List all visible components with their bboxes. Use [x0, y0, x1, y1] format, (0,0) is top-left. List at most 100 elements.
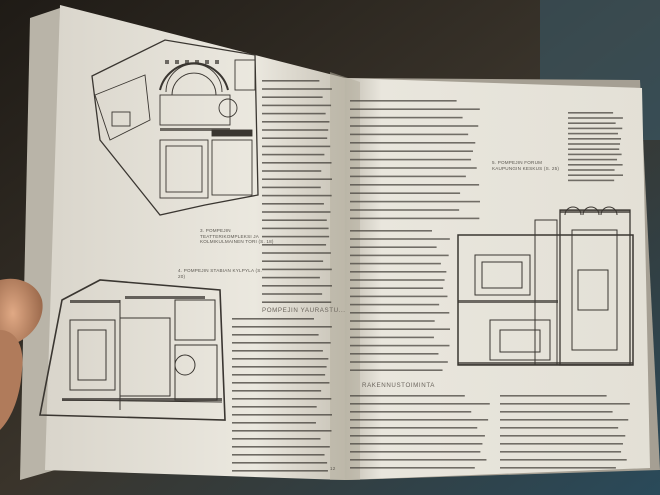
text-line: [568, 164, 623, 166]
text-line: [262, 285, 332, 287]
text-line: [350, 419, 489, 421]
text-line: [568, 143, 621, 145]
text-line: [262, 203, 324, 205]
text-line: [232, 342, 331, 344]
text-line: [232, 430, 332, 432]
text-line: [262, 162, 332, 164]
text-line: [350, 320, 435, 322]
text-line: [262, 194, 332, 197]
text-line: [232, 358, 329, 360]
text-line: [350, 246, 437, 248]
text-line: [500, 395, 607, 397]
text-line: [262, 276, 320, 279]
left-page: [45, 5, 345, 480]
text-line: [500, 467, 616, 469]
text-line: [262, 186, 321, 189]
text-line: [500, 427, 619, 429]
text-line: [350, 158, 472, 161]
text-line: [262, 211, 331, 213]
text-line: [500, 443, 623, 445]
text-line: [262, 260, 324, 262]
left-body-text: [232, 80, 332, 472]
text-line: [350, 336, 434, 339]
text-line: [262, 137, 328, 139]
text-line: [350, 133, 469, 136]
caption-theatre: 3. POMPEJIN TEATTERIKOMPLEKSI JA KOLMIKU…: [200, 228, 274, 245]
text-line: [232, 326, 332, 328]
text-line: [568, 112, 614, 114]
text-line: [350, 271, 447, 273]
thumb: [0, 278, 43, 348]
text-line: [350, 303, 440, 306]
text-line: [262, 219, 327, 221]
text-line: [350, 403, 490, 405]
text-line: [262, 252, 331, 254]
text-line: [500, 403, 630, 405]
text-line: [350, 100, 457, 102]
text-line: [568, 169, 615, 171]
text-line: [568, 148, 620, 150]
right-section-heading: RAKENNUSTOIMINTA: [362, 382, 435, 389]
text-line: [350, 167, 477, 169]
text-line: [232, 422, 316, 424]
text-line: [262, 301, 332, 303]
text-line: [232, 374, 326, 376]
text-line: [232, 382, 330, 384]
text-line: [350, 217, 480, 220]
text-line: [262, 170, 322, 172]
text-line: [262, 88, 332, 90]
text-line: [568, 179, 615, 182]
text-line: [350, 184, 480, 186]
text-line: [500, 419, 629, 421]
text-line: [350, 209, 460, 211]
text-line: [568, 117, 623, 119]
text-line: [350, 467, 475, 469]
text-line: [500, 459, 627, 461]
text-line: [262, 235, 330, 238]
text-line: [262, 227, 329, 230]
text-line: [350, 353, 439, 355]
text-line: [262, 178, 332, 180]
text-line: [350, 254, 449, 257]
text-line: [262, 129, 329, 131]
text-line: [232, 462, 328, 464]
text-line: [568, 127, 623, 130]
text-line: [262, 96, 323, 98]
book-gutter: [330, 72, 360, 480]
text-line: [232, 398, 332, 400]
text-line: [232, 366, 327, 368]
text-line: [350, 238, 450, 240]
text-line: [568, 138, 622, 140]
text-line: [350, 262, 441, 265]
text-line: [262, 153, 325, 156]
text-line: [350, 142, 476, 144]
text-line: [350, 279, 445, 281]
text-line: [568, 158, 618, 161]
text-line: [262, 145, 331, 148]
text-line: [232, 470, 328, 472]
text-line: [350, 175, 466, 178]
text-line: [262, 244, 327, 246]
text-line: [350, 411, 472, 413]
text-line: [262, 80, 320, 82]
text-line: [232, 414, 332, 416]
text-line: [350, 125, 479, 127]
text-line: [350, 344, 450, 347]
text-line: [262, 268, 332, 271]
text-line: [350, 435, 485, 437]
text-line: [350, 361, 448, 363]
caption-baths: 4. POMPEJIN STABIAN KYLPYLA (S. 20): [178, 268, 262, 279]
text-line: [232, 446, 330, 448]
text-line: [500, 435, 626, 437]
right-body-text: [350, 100, 630, 469]
text-line: [350, 427, 478, 429]
text-line: [232, 454, 325, 456]
right-page: [345, 78, 650, 480]
text-line: [350, 395, 465, 397]
caption-forum: 5. POMPEJIN FORUM KAUPUNGIN KESKUS (S. 2…: [492, 160, 560, 171]
text-line: [350, 328, 450, 330]
text-line: [350, 443, 483, 445]
left-page-number: 12: [330, 466, 336, 471]
left-section-heading: POMPEJIN YAURASTU...: [262, 307, 346, 314]
